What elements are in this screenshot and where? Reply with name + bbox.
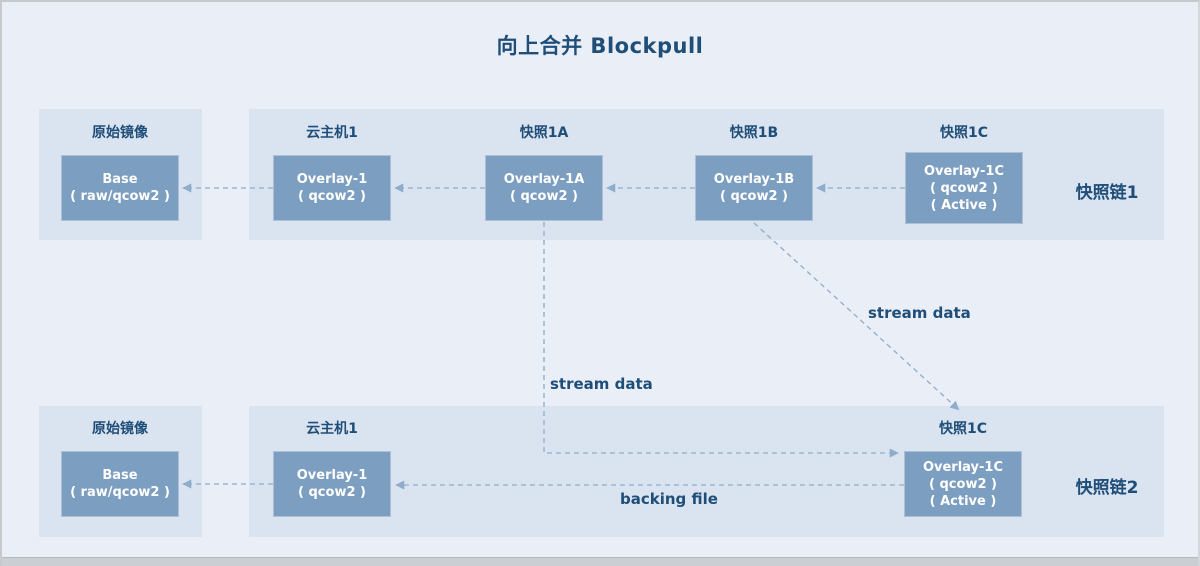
box-chain2-overlay1c: Overlay-1C ( qcow2 ) ( Active ) xyxy=(904,451,1022,517)
box-line: Base xyxy=(102,172,138,187)
box-chain2-base: Base ( raw/qcow2 ) xyxy=(61,451,179,517)
box-line: Overlay-1 xyxy=(296,172,368,187)
node-label-chain1-snap1a: 快照1A xyxy=(519,125,569,141)
node-label-chain1-snap1b: 快照1B xyxy=(729,125,779,141)
box-line: Overlay-1A xyxy=(503,172,585,187)
box-chain2-overlay1: Overlay-1 ( qcow2 ) xyxy=(273,451,391,517)
box-line: ( qcow2 ) xyxy=(298,189,366,204)
box-chain1-overlay1c: Overlay-1C ( qcow2 ) ( Active ) xyxy=(905,152,1023,224)
box-line: Overlay-1 xyxy=(296,468,368,483)
box-line: Overlay-1C xyxy=(923,163,1005,179)
node-label-chain1-vm: 云主机1 xyxy=(306,125,358,141)
node-label-chain2-origin: 原始镜像 xyxy=(92,421,148,437)
box-line: ( raw/qcow2 ) xyxy=(70,189,170,204)
node-label-chain2-snap1c: 快照1C xyxy=(938,421,987,437)
box-line: ( Active ) xyxy=(929,493,997,509)
box-line: Overlay-1C xyxy=(922,459,1004,475)
edge-label-stream-data-left: stream data xyxy=(550,375,653,393)
chain2-label: 快照链2 xyxy=(1075,478,1139,498)
edge-label-backing-file: backing file xyxy=(620,490,718,508)
box-chain1-overlay1a: Overlay-1A ( qcow2 ) xyxy=(485,155,603,221)
bottom-strip xyxy=(2,557,1198,566)
box-chain1-overlay1b: Overlay-1B ( qcow2 ) xyxy=(695,155,813,221)
node-label-chain1-origin: 原始镜像 xyxy=(92,125,148,141)
box-chain1-overlay1: Overlay-1 ( qcow2 ) xyxy=(273,155,391,221)
box-line: Base xyxy=(102,468,138,483)
box-line: Overlay-1B xyxy=(713,172,795,187)
box-line: ( Active ) xyxy=(930,197,998,213)
box-line: ( raw/qcow2 ) xyxy=(70,485,170,500)
diagram-title: 向上合并 Blockpull xyxy=(496,34,704,58)
node-label-chain1-snap1c: 快照1C xyxy=(939,125,988,141)
box-line: ( qcow2 ) xyxy=(930,180,998,196)
box-chain1-base: Base ( raw/qcow2 ) xyxy=(61,155,179,221)
box-line: ( qcow2 ) xyxy=(929,476,997,492)
box-line: ( qcow2 ) xyxy=(298,485,366,500)
edge-label-stream-data-right: stream data xyxy=(868,304,971,322)
chain1-label: 快照链1 xyxy=(1075,183,1139,203)
box-line: ( qcow2 ) xyxy=(510,189,578,204)
node-label-chain2-vm: 云主机1 xyxy=(306,421,358,437)
box-line: ( qcow2 ) xyxy=(720,189,788,204)
